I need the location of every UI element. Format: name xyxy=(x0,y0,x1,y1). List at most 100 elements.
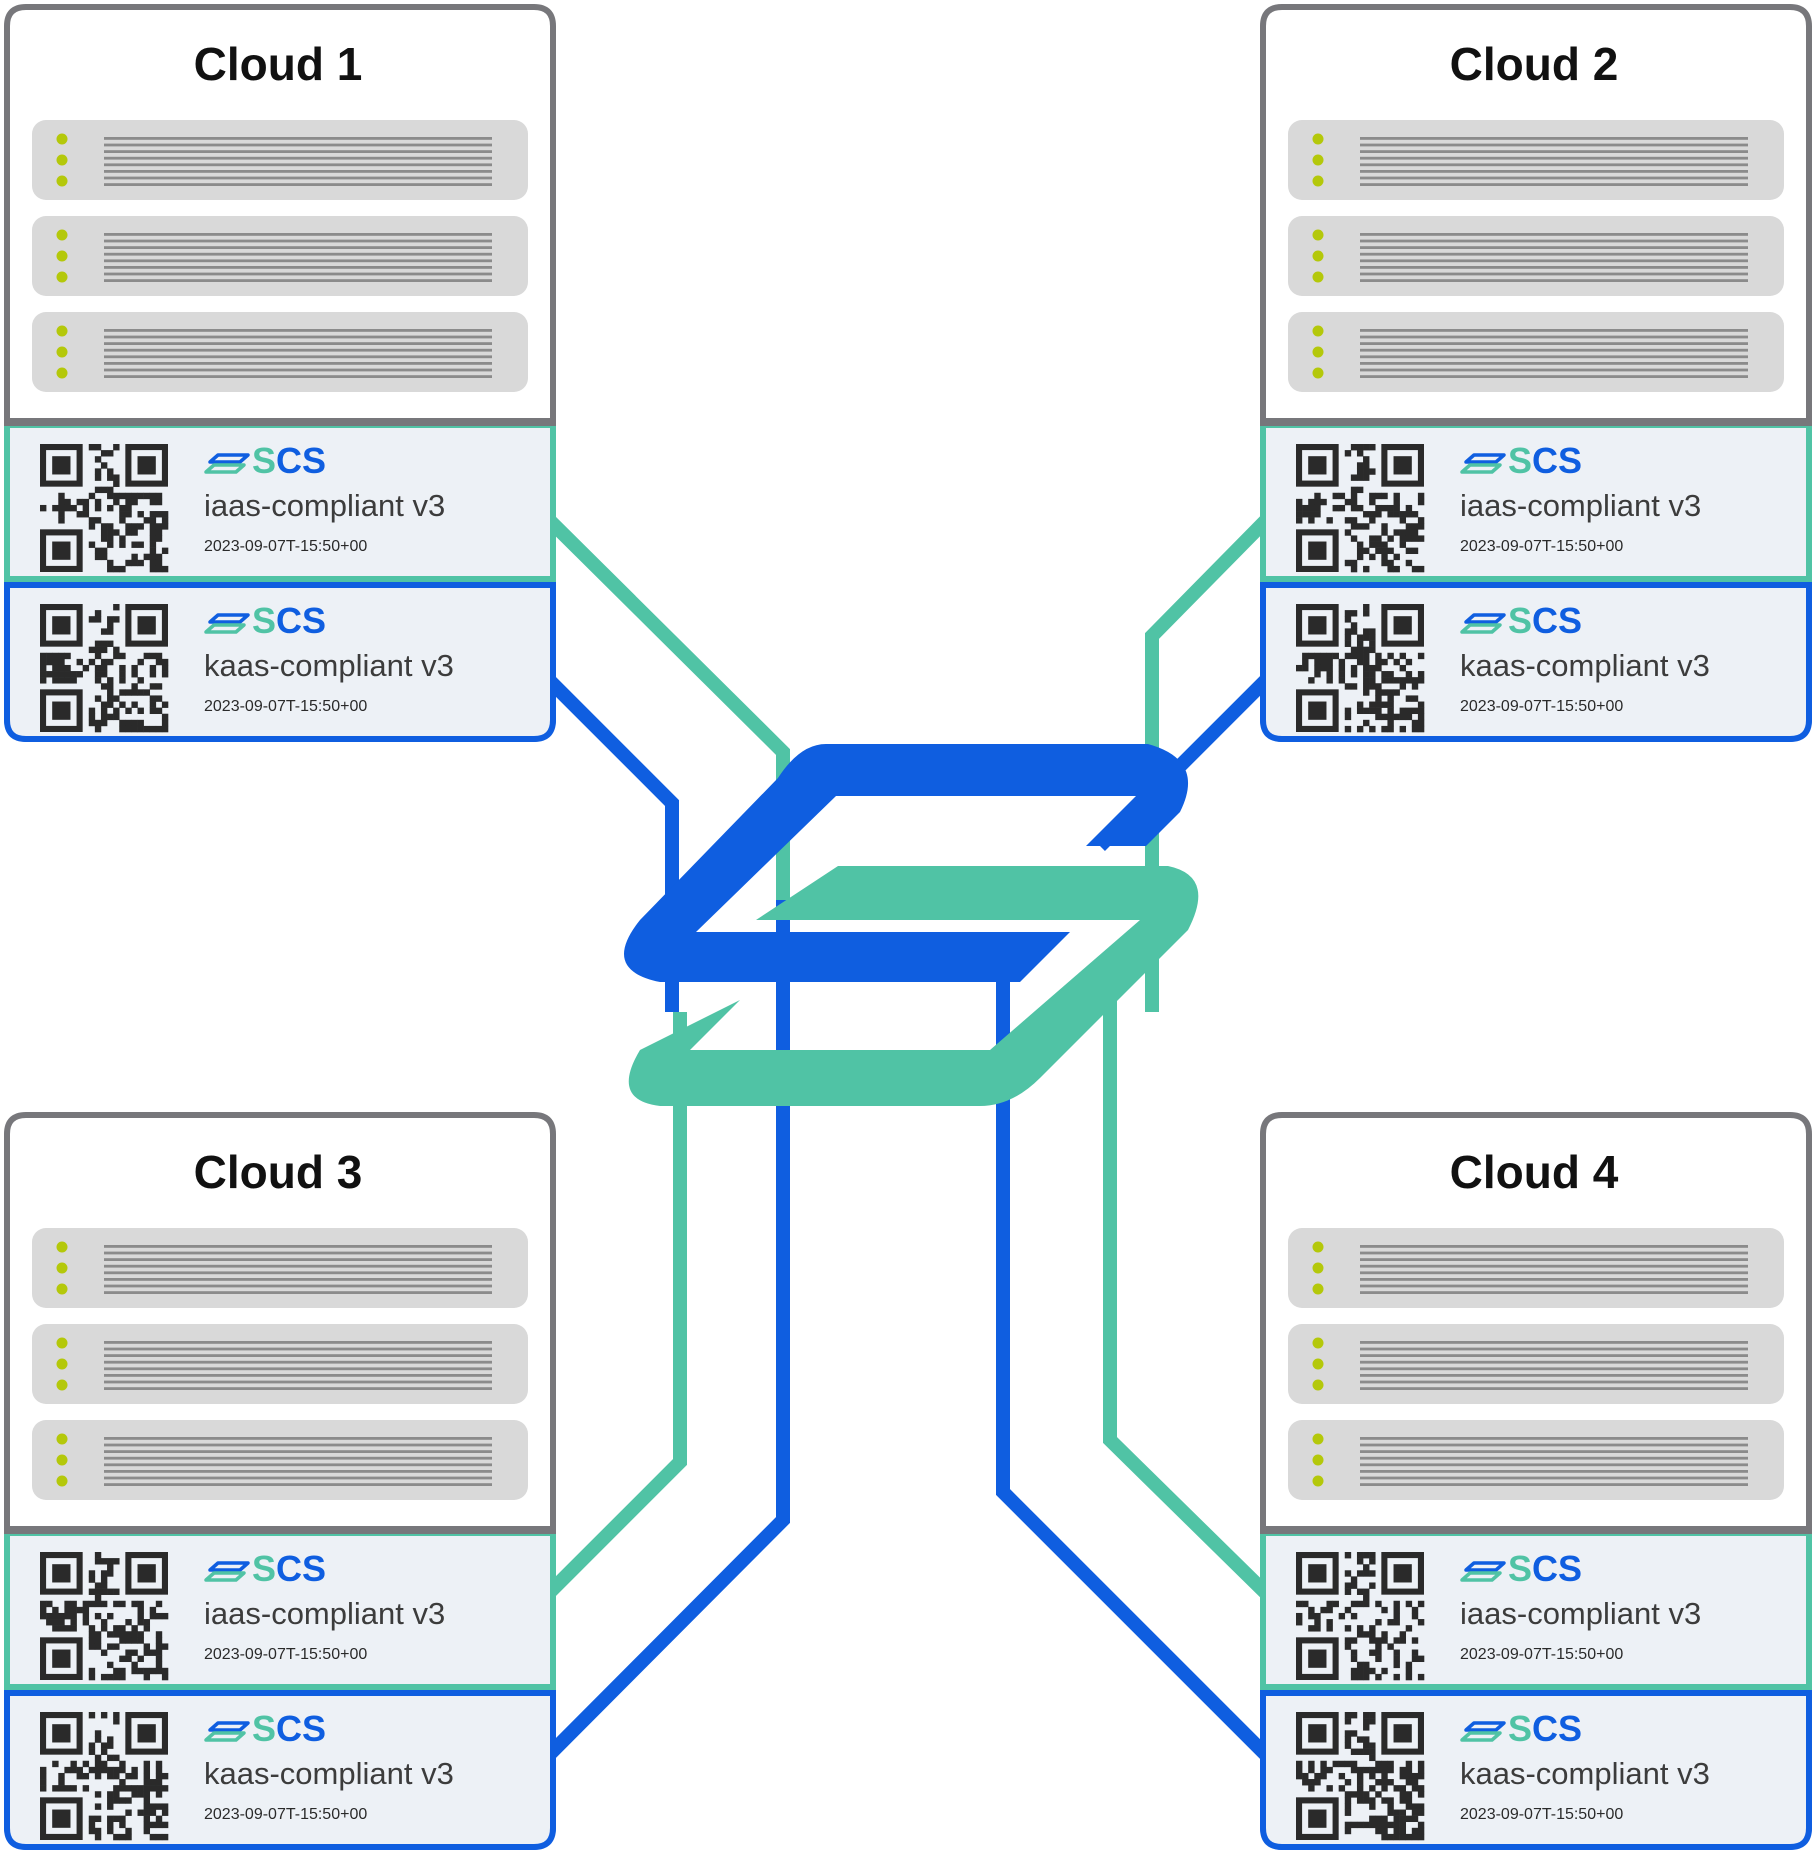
qr-code-icon xyxy=(1296,1552,1425,1681)
iaas-compliance-badge: SCS iaas-compliant v3 2023-09-07T-15:50+00 xyxy=(4,1530,556,1690)
server-rack xyxy=(1288,216,1784,296)
status-led-icon xyxy=(56,250,68,262)
server-rack xyxy=(32,1324,528,1404)
kaas-compliance-badge: SCS kaas-compliant v3 2023-09-07T-15:50+00 xyxy=(1260,582,1812,742)
badge-title: iaas-compliant v3 xyxy=(1460,1596,1701,1631)
status-led-icon xyxy=(1312,175,1324,187)
status-led-icon xyxy=(1312,346,1324,358)
badge-brand: SCS xyxy=(252,1708,326,1749)
badge-title: iaas-compliant v3 xyxy=(1460,488,1701,523)
status-led-icon xyxy=(1312,250,1324,262)
cloud-panel: Cloud 4 SCS iaas-compliant v3 2023-09-07T-1… xyxy=(1260,1112,1812,1850)
status-led-icon xyxy=(56,1283,68,1295)
status-led-icon xyxy=(56,1241,68,1253)
cloud-title: Cloud 3 xyxy=(194,1146,363,1198)
status-led-icon xyxy=(1312,325,1324,337)
server-rack xyxy=(32,120,528,200)
cloud-title: Cloud 1 xyxy=(194,38,363,90)
server-rack xyxy=(1288,312,1784,392)
status-led-icon xyxy=(56,1262,68,1274)
cloud-title: Cloud 4 xyxy=(1450,1146,1619,1198)
status-led-icon xyxy=(56,346,68,358)
status-led-icon xyxy=(56,1337,68,1349)
badge-title: kaas-compliant v3 xyxy=(1460,648,1710,683)
status-led-icon xyxy=(1312,1358,1324,1370)
status-led-icon xyxy=(56,1454,68,1466)
badge-title: iaas-compliant v3 xyxy=(204,1596,445,1631)
badge-title: kaas-compliant v3 xyxy=(204,648,454,683)
connector-lines xyxy=(522,493,1293,1782)
status-led-icon xyxy=(56,1433,68,1445)
server-rack xyxy=(1288,1420,1784,1500)
status-led-icon xyxy=(56,154,68,166)
connector-line xyxy=(996,960,1288,1777)
badge-date: 2023-09-07T-15:50+00 xyxy=(1460,1806,1623,1823)
qr-code-icon xyxy=(1296,444,1425,573)
badge-brand: SCS xyxy=(252,440,326,481)
badge-date: 2023-09-07T-15:50+00 xyxy=(204,698,367,715)
scs-mini-logo-icon xyxy=(204,453,250,474)
status-led-icon xyxy=(1312,1379,1324,1391)
status-led-icon xyxy=(56,367,68,379)
badge-date: 2023-09-07T-15:50+00 xyxy=(204,1806,367,1823)
badge-brand: SCS xyxy=(1508,1708,1582,1749)
status-led-icon xyxy=(56,175,68,187)
badge-date: 2023-09-07T-15:50+00 xyxy=(1460,1646,1623,1663)
badge-brand: SCS xyxy=(1508,600,1582,641)
badge-date: 2023-09-07T-15:50+00 xyxy=(1460,538,1623,555)
qr-code-icon xyxy=(1296,604,1425,733)
scs-mini-logo-icon xyxy=(1460,453,1506,474)
server-rack xyxy=(32,312,528,392)
cloud-panel: Cloud 3 SCS iaas-compliant v3 2023-09-07T-1… xyxy=(4,1112,556,1850)
iaas-compliance-badge: SCS iaas-compliant v3 2023-09-07T-15:50+00 xyxy=(1260,1530,1812,1690)
cloud-title: Cloud 2 xyxy=(1450,38,1619,90)
connector-line xyxy=(527,1012,687,1615)
badge-brand: SCS xyxy=(1508,1548,1582,1589)
scs-mini-logo-icon xyxy=(1460,613,1506,634)
badge-title: kaas-compliant v3 xyxy=(204,1756,454,1791)
status-led-icon xyxy=(1312,229,1324,241)
status-led-icon xyxy=(56,1358,68,1370)
status-led-icon xyxy=(1312,1454,1324,1466)
badge-date: 2023-09-07T-15:50+00 xyxy=(204,538,367,555)
qr-code-icon xyxy=(40,444,169,573)
server-rack xyxy=(32,1420,528,1500)
status-led-icon xyxy=(56,1475,68,1487)
iaas-compliance-badge: SCS iaas-compliant v3 2023-09-07T-15:50+00 xyxy=(1260,422,1812,582)
badge-brand: SCS xyxy=(1508,440,1582,481)
scs-mini-logo-icon xyxy=(1460,1721,1506,1742)
status-led-icon xyxy=(1312,271,1324,283)
qr-code-icon xyxy=(1296,1712,1425,1841)
badge-brand: SCS xyxy=(252,1548,326,1589)
connector-line xyxy=(527,900,790,1777)
server-rack xyxy=(1288,1324,1784,1404)
status-led-icon xyxy=(1312,1283,1324,1295)
status-led-icon xyxy=(1312,1475,1324,1487)
status-led-icon xyxy=(1312,133,1324,145)
scs-logo-icon xyxy=(624,744,1199,1106)
status-led-icon xyxy=(1312,367,1324,379)
connector-line xyxy=(1103,960,1288,1615)
status-led-icon xyxy=(1312,1262,1324,1274)
status-led-icon xyxy=(56,271,68,283)
status-led-icon xyxy=(56,133,68,145)
scs-mini-logo-icon xyxy=(204,1561,250,1582)
scs-mini-logo-icon xyxy=(204,1721,250,1742)
kaas-compliance-badge: SCS kaas-compliant v3 2023-09-07T-15:50+00 xyxy=(4,1690,556,1850)
badge-date: 2023-09-07T-15:50+00 xyxy=(204,1646,367,1663)
scs-mini-logo-icon xyxy=(1460,1561,1506,1582)
status-led-icon xyxy=(1312,154,1324,166)
status-led-icon xyxy=(56,229,68,241)
qr-code-icon xyxy=(40,1712,169,1841)
badge-date: 2023-09-07T-15:50+00 xyxy=(1460,698,1623,715)
qr-code-icon xyxy=(40,604,169,733)
server-rack xyxy=(1288,120,1784,200)
status-led-icon xyxy=(1312,1337,1324,1349)
cloud-panels: Cloud 1 SCS iaas-compliant v3 2023-09-07T-1… xyxy=(4,4,1812,1850)
status-led-icon xyxy=(1312,1241,1324,1253)
